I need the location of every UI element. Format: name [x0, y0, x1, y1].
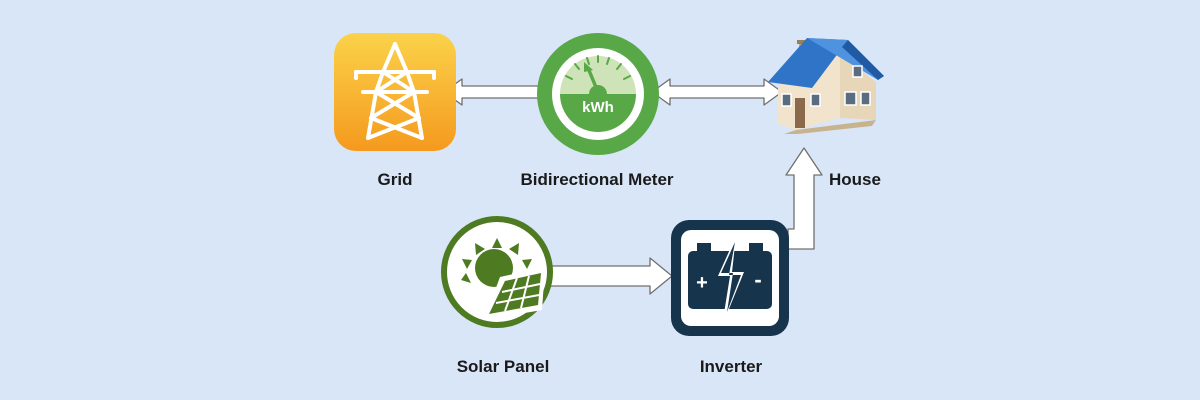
arrow-solar-inverter: [547, 257, 673, 295]
arrow-inverter-house: [785, 147, 823, 250]
battery-plus-sign: +: [696, 272, 708, 294]
arrow-meter-house: [651, 78, 783, 106]
battery-inverter-icon: + -: [671, 220, 789, 336]
house-icon: [768, 38, 884, 134]
meter-unit-text: kWh: [582, 99, 614, 116]
kwh-meter-icon: kWh: [537, 33, 659, 155]
solar-panel-icon: [441, 216, 553, 328]
solar-panel-label: Solar Panel: [456, 357, 550, 376]
bidirectional-meter-label: Bidirectional Meter: [520, 170, 674, 189]
grid-label: Grid: [377, 170, 413, 189]
inverter-label: Inverter: [699, 357, 763, 376]
power-tower-icon: [334, 33, 456, 151]
house-label: House: [829, 170, 881, 189]
battery-minus-sign: -: [754, 267, 761, 292]
